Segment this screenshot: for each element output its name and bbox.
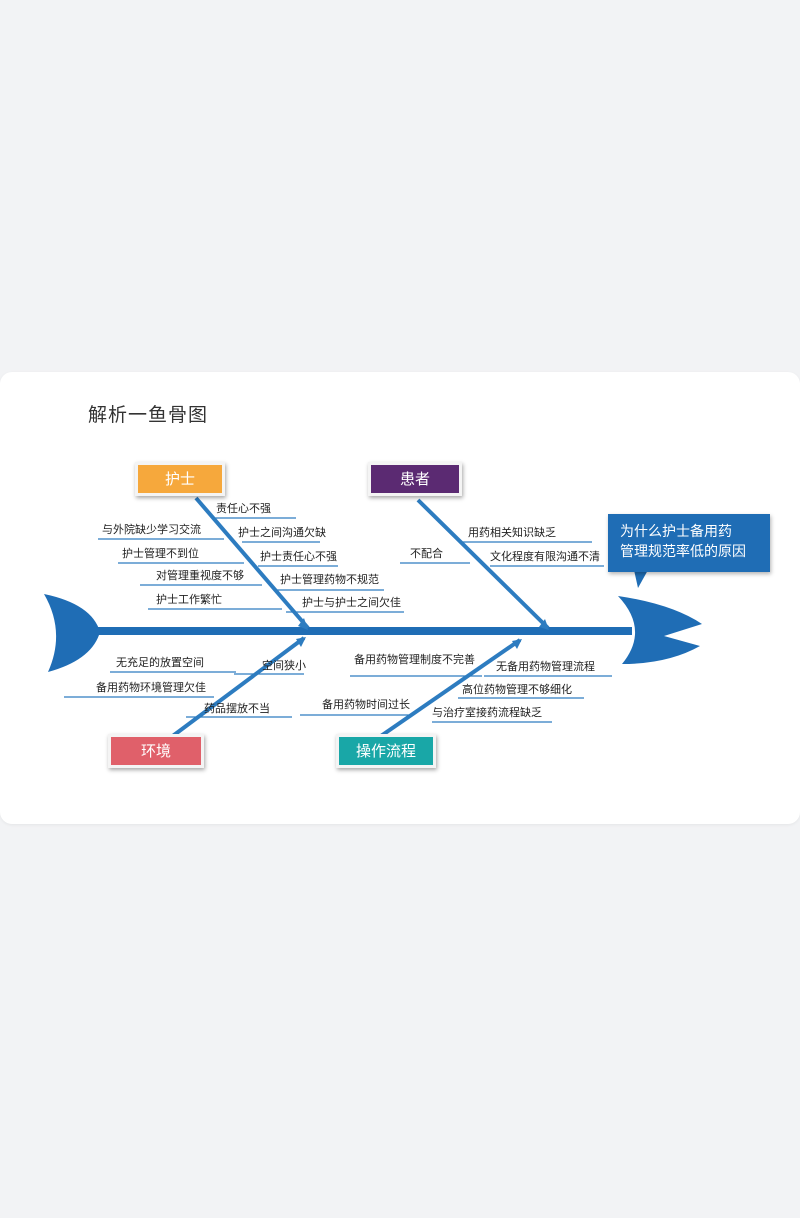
cause-label: 对管理重视度不够 [156, 569, 244, 582]
page-title: 解析一鱼骨图 [88, 404, 209, 426]
cause-label: 护士之间沟通欠缺 [238, 526, 326, 539]
cause-label: 备用药物环境管理欠佳 [96, 681, 206, 694]
cause-label: 无备用药物管理流程 [496, 660, 595, 673]
cause-label: 无充足的放置空间 [116, 656, 204, 669]
bone-process [376, 638, 522, 740]
category-environment: 环境 [108, 734, 204, 768]
cause-label: 与治疗室接药流程缺乏 [432, 706, 542, 719]
bone-nurse [194, 496, 310, 630]
cause-label: 药品摆放不当 [204, 702, 270, 715]
problem-line-1: 为什么护士备用药 [620, 524, 732, 540]
cause-label: 文化程度有限沟通不清 [490, 550, 600, 563]
cause-label: 护士与护士之间欠佳 [302, 596, 401, 609]
cause-label: 护士责任心不强 [260, 550, 337, 563]
cause-label: 备用药物时间过长 [322, 698, 410, 711]
category-environment-label: 环境 [140, 742, 171, 760]
category-nurse: 护士 [135, 462, 225, 496]
cause-label: 不配合 [410, 547, 443, 560]
category-patient-label: 患者 [399, 470, 430, 488]
bone-environment [168, 636, 306, 740]
cause-label: 护士管理不到位 [122, 547, 199, 560]
bone-patient [416, 498, 550, 630]
cause-label: 责任心不强 [216, 502, 271, 515]
cause-label: 与外院缺少学习交流 [102, 523, 201, 536]
cause-label: 用药相关知识缺乏 [468, 526, 556, 539]
category-process: 操作流程 [336, 734, 436, 768]
fish-tail [44, 594, 100, 672]
cause-label: 护士管理药物不规范 [280, 573, 379, 586]
callout-pointer [634, 570, 648, 588]
cause-label: 备用药物管理制度不完善 [354, 653, 475, 666]
problem-statement: 为什么护士备用药 管理规范率低的原因 [608, 514, 770, 572]
category-patient: 患者 [368, 462, 462, 496]
fish-spine [92, 627, 632, 635]
cause-label: 护士工作繁忙 [156, 593, 222, 606]
cause-label: 空间狭小 [262, 659, 306, 672]
fish-head [618, 596, 702, 664]
category-process-label: 操作流程 [355, 742, 416, 760]
cause-label: 高位药物管理不够细化 [462, 683, 572, 696]
problem-line-2: 管理规范率低的原因 [620, 544, 746, 560]
category-nurse-label: 护士 [164, 470, 195, 488]
